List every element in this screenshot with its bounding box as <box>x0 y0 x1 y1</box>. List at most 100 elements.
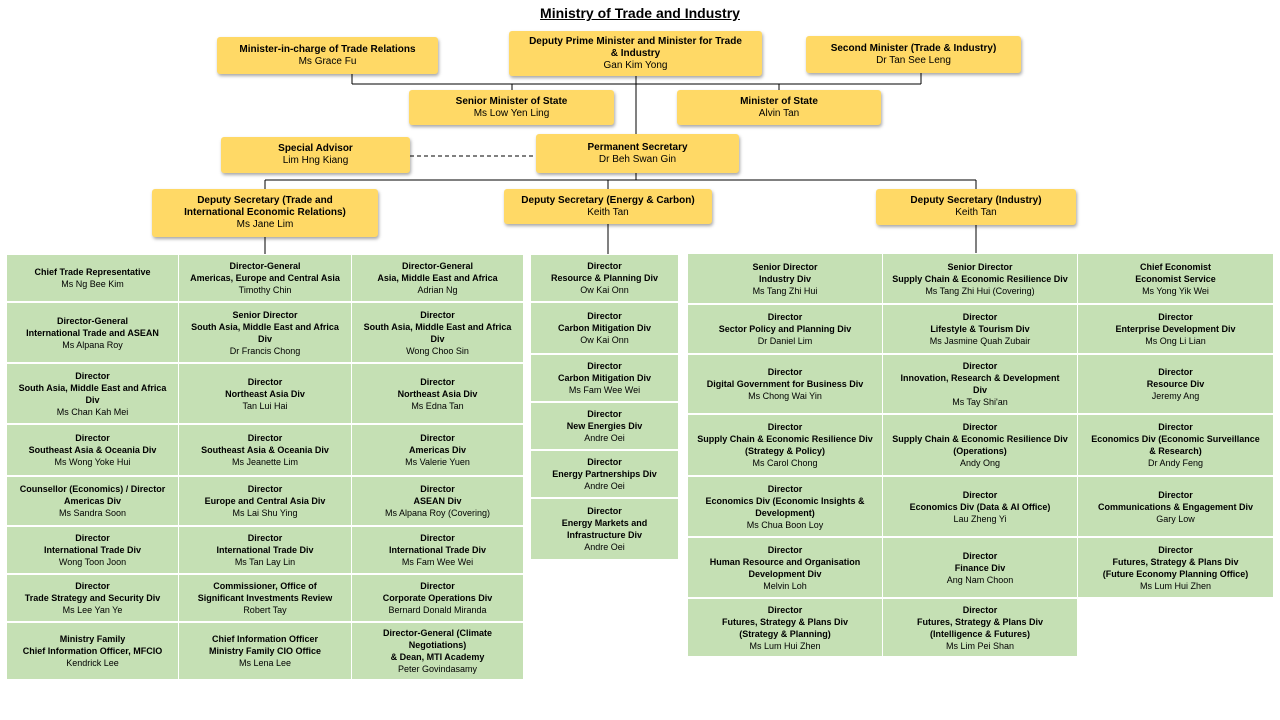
cell-title: International Trade Div <box>388 545 487 555</box>
cell-person: Ms Yong Yik Wei <box>1142 285 1209 296</box>
cell-title: Ministry Family CIO Office <box>208 646 322 656</box>
cell-title: Director <box>587 311 622 321</box>
cell-title: Director <box>767 422 803 432</box>
deputy-secretary-trade-box: Deputy Secretary (Trade and Internationa… <box>152 189 378 237</box>
cell-title: Div <box>430 333 445 344</box>
cell-title: Innovation, Research & Development <box>900 373 1060 383</box>
cell-title: Director <box>420 433 455 443</box>
cell-title: Director <box>75 533 110 543</box>
cell-title: Futures, Strategy & Plans Div <box>1112 556 1239 567</box>
cell-person: Tan Lui Hai <box>242 400 288 411</box>
cell-title: Europe and Central Asia Div <box>204 496 326 506</box>
cell-title: Futures, Strategy & Plans Div <box>721 616 849 627</box>
cell-title: Director <box>962 550 998 561</box>
cell-title: Director <box>1158 422 1193 432</box>
deputy-prime-minister-box: Deputy Prime Minister and Minister for T… <box>509 31 762 76</box>
cell-title: Finance Div <box>954 562 1006 573</box>
cell-title: Southeast Asia & Oceania Div <box>201 445 329 455</box>
cell-title: Director <box>420 533 455 543</box>
box-person: Dr Tan See Leng <box>876 54 951 66</box>
cell-title: Economics Div (Economic Surveillance <box>1091 434 1260 444</box>
cell-title: International Trade Div <box>43 545 142 555</box>
cell-title: South Asia, Middle East and Africa <box>18 382 167 393</box>
cell-person: Ms Tang Zhi Hui <box>752 285 818 296</box>
cell-person: Kendrick Lee <box>66 658 119 668</box>
cell-person: Ms Chong Wai Yin <box>748 391 822 401</box>
cell-title: Lifestyle & Tourism Div <box>930 324 1030 334</box>
cell-title: Director <box>1158 544 1193 555</box>
box-person: Alvin Tan <box>758 107 800 119</box>
cell-title: Director-General <box>401 261 474 271</box>
cell-title: Chief Trade Representative <box>34 267 151 277</box>
cell-person: Andy Ong <box>959 458 1001 468</box>
cell-person: Ms Fam Wee Wei <box>568 385 641 395</box>
cell-title: Director <box>420 484 455 494</box>
cell-title: Ministry Family <box>59 634 126 644</box>
cell-title: Chief Economist <box>1139 261 1211 272</box>
cell-title: Supply Chain & Economic Resilience Div <box>892 273 1068 284</box>
cell-person: Ow Kai Onn <box>580 285 629 295</box>
cell-title: Chief Information Officer <box>211 634 318 644</box>
cell-person: Ms Lim Pei Shan <box>945 640 1015 651</box>
box-person: Dr Beh Swan Gin <box>598 153 677 165</box>
cell-title: Director <box>587 457 622 467</box>
cell-title: New Energies Div <box>566 421 643 431</box>
cell-title: Director <box>587 261 622 271</box>
cell-person: Ms Edna Tan <box>411 400 464 411</box>
cell-title: Northeast Asia Div <box>397 388 478 399</box>
cell-title: Director <box>420 581 455 591</box>
cell-title: Director <box>962 604 998 615</box>
cell-title: Director <box>767 367 803 377</box>
cell-title: Economics Div (Economic Insights & <box>705 495 865 506</box>
cell-title: Director <box>587 506 622 516</box>
cell-title: (Strategy & Policy) <box>744 446 826 456</box>
box-person: Keith Tan <box>587 206 629 218</box>
cell-title: Energy Partnerships Div <box>552 469 657 479</box>
box-role: Deputy Secretary (Industry) <box>910 195 1042 206</box>
cell-title: Director-General (Climate <box>382 628 493 638</box>
cell-title: Counsellor (Economics) / Director <box>19 484 166 494</box>
cell-title: Carbon Mitigation Div <box>558 323 651 333</box>
box-role: & Industry <box>610 47 661 59</box>
cell-title: Enterprise Development Div <box>1115 324 1236 334</box>
cell-title: Director <box>247 376 283 387</box>
cell-title: South Asia, Middle East and Africa <box>363 321 512 332</box>
cell-title: & Dean, MTI Academy <box>390 652 485 662</box>
box-role: Deputy Prime Minister and Minister for T… <box>529 35 742 47</box>
cell-title: ASEAN Div <box>413 496 462 506</box>
cell-title: & Research) <box>1149 446 1202 456</box>
cell-title: Director <box>767 544 803 555</box>
cell-title: Industry Div <box>758 273 811 284</box>
cell-title: Director <box>587 361 622 371</box>
cell-person: Ms Lai Shu Ying <box>232 508 298 518</box>
cell-person: Ms Alpana Roy <box>62 339 123 350</box>
cell-title: Director <box>962 489 998 500</box>
cell-title: International Trade Div <box>216 545 314 555</box>
cell-person: Ang Nam Choon <box>946 574 1014 585</box>
